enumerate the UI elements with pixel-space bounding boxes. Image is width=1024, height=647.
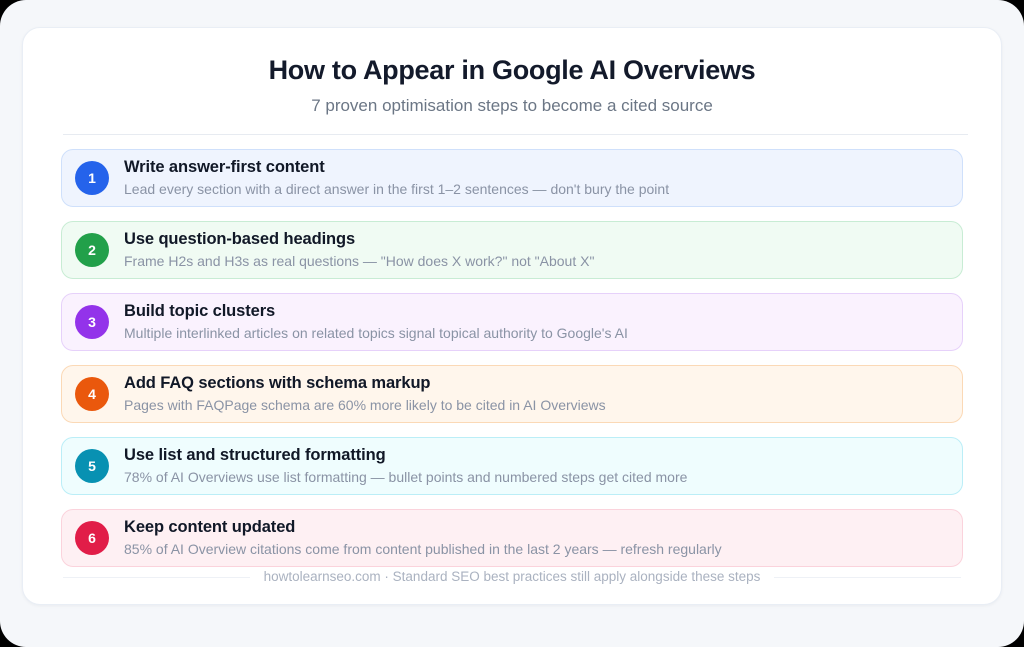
step-number-badge: 6: [75, 520, 109, 555]
step-title: Build topic clusters: [124, 301, 276, 320]
step-title: Add FAQ sections with schema markup: [124, 373, 431, 392]
content-panel: How to Appear in Google AI Overviews 7 p…: [22, 27, 1002, 605]
step-text: Keep content updated 85% of AI Overview c…: [124, 517, 722, 559]
page-subtitle: 7 proven optimisation steps to become a …: [311, 96, 713, 116]
header-divider: [63, 133, 968, 135]
step-number-badge: 1: [75, 160, 109, 195]
header: How to Appear in Google AI Overviews 7 p…: [23, 28, 1001, 135]
step-description: 78% of AI Overviews use list formatting …: [124, 469, 688, 486]
footer-text: howtolearnseo.com · Standard SEO best pr…: [249, 568, 775, 586]
step-text: Use list and structured formatting 78% of…: [124, 445, 687, 487]
step-description: 85% of AI Overview citations come from c…: [124, 541, 722, 558]
step-number-badge: 5: [75, 448, 109, 483]
step-number-badge: 3: [75, 304, 109, 339]
step-card[interactable]: 5 Use list and structured formatting 78% o…: [61, 436, 963, 495]
step-title: Use list and structured formatting: [124, 445, 386, 464]
footer: howtolearnseo.com · Standard SEO best pr…: [23, 568, 1001, 586]
step-title: Write answer-first content: [124, 157, 325, 176]
step-description: Pages with FAQPage schema are 60% more l…: [124, 397, 606, 414]
step-card[interactable]: 6 Keep content updated 85% of AI Overview …: [61, 508, 963, 567]
step-title: Keep content updated: [124, 517, 296, 536]
page-title: How to Appear in Google AI Overviews: [268, 55, 756, 85]
step-title: Use question-based headings: [124, 229, 356, 248]
step-description: Multiple interlinked articles on related…: [124, 325, 628, 342]
step-description: Frame H2s and H3s as real questions — "H…: [124, 253, 595, 270]
step-number-badge: 2: [75, 232, 109, 267]
step-number-badge: 4: [75, 376, 109, 411]
step-description: Lead every section with a direct answer …: [124, 181, 670, 198]
